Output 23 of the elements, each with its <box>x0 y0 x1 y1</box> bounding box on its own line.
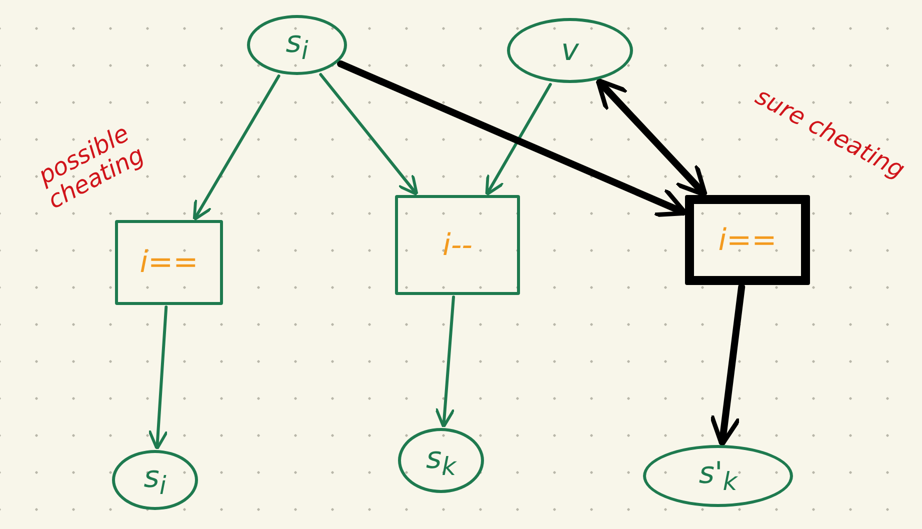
node-text: i== <box>140 245 198 280</box>
arrow <box>709 284 746 448</box>
arrow <box>434 296 456 428</box>
arrow <box>337 60 688 218</box>
node-text: i-- <box>442 228 472 262</box>
state-ellipse <box>643 445 793 507</box>
state-ellipse <box>507 18 633 83</box>
arrow <box>148 306 169 450</box>
arrow <box>485 82 552 196</box>
arrow <box>192 74 280 221</box>
node-text: v <box>561 33 579 68</box>
process-box <box>685 195 810 285</box>
arrow <box>319 73 418 196</box>
state-ellipse <box>112 450 198 510</box>
node-text: s$_{k}$ <box>426 440 456 480</box>
node-text: s$_{i}$ <box>144 460 166 500</box>
state-ellipse <box>398 428 484 493</box>
node-text: i== <box>718 222 777 258</box>
state-ellipse <box>247 15 347 75</box>
node-text: s'$_{k}$ <box>698 456 738 496</box>
node-text: s$_{i}$ <box>286 25 308 65</box>
process-box <box>395 195 520 295</box>
process-box <box>115 220 223 305</box>
